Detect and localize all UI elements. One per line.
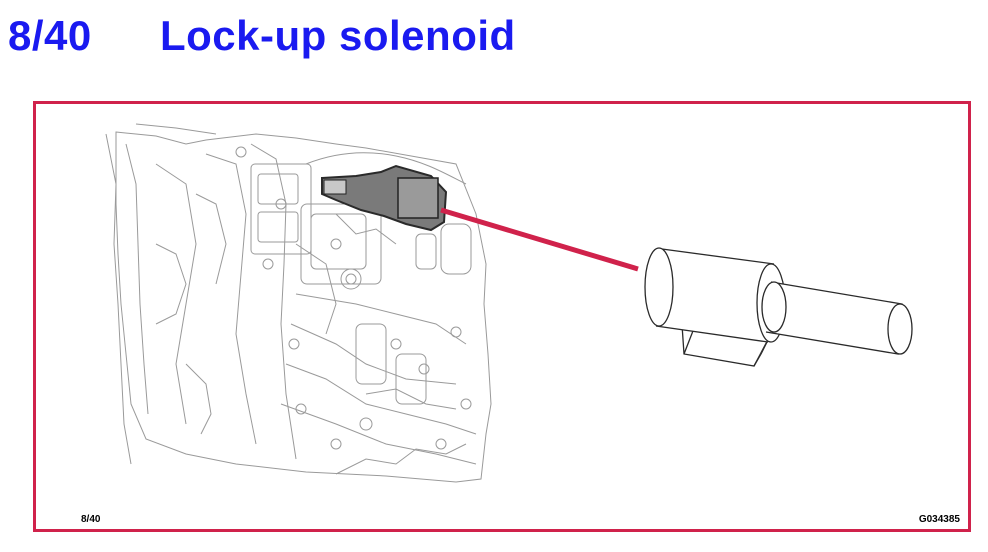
slide-header: 8/40 Lock-up solenoid [8, 12, 978, 66]
figure-frame: 8/40 G034385 [33, 101, 971, 532]
figure-code: G034385 [918, 514, 960, 525]
slide-title: Lock-up solenoid [160, 12, 516, 59]
diagram-canvas [105, 123, 913, 483]
slide-number: 8/40 [8, 12, 92, 59]
pointer-line [440, 207, 639, 272]
solenoid-detail-drawing [644, 247, 913, 367]
transmission-valve-body-drawing [105, 123, 492, 483]
solenoid-highlight [321, 164, 448, 232]
figure-page-label: 8/40 [81, 514, 101, 525]
